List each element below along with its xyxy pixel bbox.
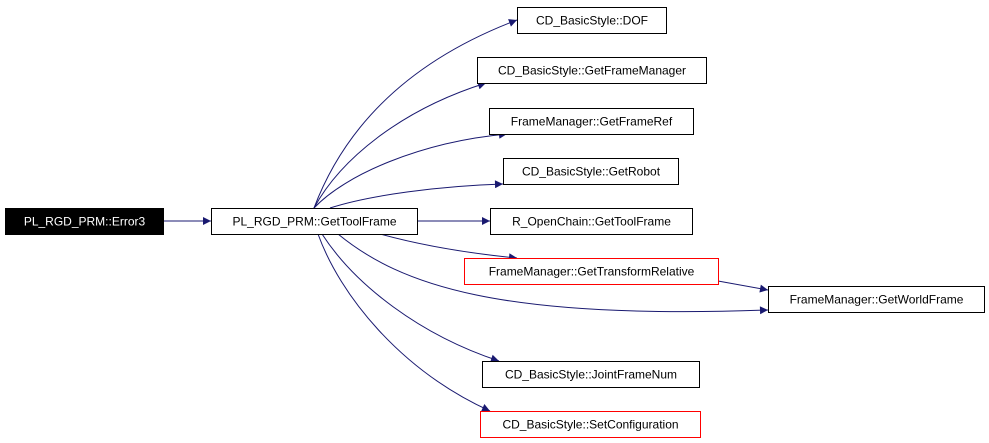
- edge-gettransformrelative-to-getworldframe: [717, 280, 769, 293]
- node-box-getframeref[interactable]: [489, 108, 694, 135]
- node-label-jointframenum: CD_BasicStyle::JointFrameNum: [505, 368, 677, 382]
- edge-gettoolframe-to-getframemanager: [313, 81, 487, 209]
- node-label-getrobot: CD_BasicStyle::GetRobot: [522, 165, 661, 179]
- node-box-setconfiguration[interactable]: [480, 411, 701, 438]
- node-error3[interactable]: PL_RGD_PRM::Error3: [5, 208, 164, 235]
- node-oc_gettoolframe[interactable]: R_OpenChain::GetToolFrame: [490, 208, 693, 235]
- node-jointframenum[interactable]: CD_BasicStyle::JointFrameNum: [482, 361, 700, 388]
- node-box-oc_gettoolframe[interactable]: [490, 208, 693, 235]
- edge-gettoolframe-to-setconfiguration: [317, 233, 491, 412]
- node-box-gettransformrelative[interactable]: [464, 258, 719, 285]
- nodes-layer: PL_RGD_PRM::Error3 PL_RGD_PRM::GetToolFra…: [5, 7, 985, 438]
- node-getframeref[interactable]: FrameManager::GetFrameRef: [489, 108, 694, 135]
- node-label-dof: CD_BasicStyle::DOF: [536, 14, 648, 28]
- node-label-gettoolframe: PL_RGD_PRM::GetToolFrame: [232, 215, 396, 229]
- node-setconfiguration[interactable]: CD_BasicStyle::SetConfiguration: [480, 411, 701, 438]
- edges-layer: [163, 19, 769, 412]
- node-getrobot[interactable]: CD_BasicStyle::GetRobot: [503, 158, 679, 185]
- edge-gettoolframe-to-jointframenum: [321, 233, 500, 363]
- node-box-getframemanager[interactable]: [477, 57, 707, 84]
- node-label-error3: PL_RGD_PRM::Error3: [24, 215, 146, 229]
- node-label-getframemanager: CD_BasicStyle::GetFrameManager: [498, 64, 686, 78]
- node-box-error3[interactable]: [5, 208, 164, 235]
- edge-gettoolframe-to-getrobot: [329, 180, 504, 209]
- edge-gettoolframe-to-gettransformrelative: [379, 233, 518, 262]
- node-dof[interactable]: CD_BasicStyle::DOF: [517, 7, 667, 34]
- node-getworldframe[interactable]: FrameManager::GetWorldFrame: [768, 286, 985, 313]
- node-box-getrobot[interactable]: [503, 158, 679, 185]
- node-box-dof[interactable]: [517, 7, 667, 34]
- node-label-gettransformrelative: FrameManager::GetTransformRelative: [489, 265, 695, 279]
- node-label-oc_gettoolframe: R_OpenChain::GetToolFrame: [512, 215, 671, 229]
- node-label-getworldframe: FrameManager::GetWorldFrame: [790, 293, 964, 307]
- node-box-gettoolframe[interactable]: [211, 208, 418, 235]
- edge-gettoolframe-to-getframeref: [313, 130, 508, 209]
- node-gettransformrelative[interactable]: FrameManager::GetTransformRelative: [464, 258, 719, 285]
- node-label-setconfiguration: CD_BasicStyle::SetConfiguration: [502, 418, 678, 432]
- edge-gettoolframe-to-dof: [313, 19, 518, 209]
- node-gettoolframe[interactable]: PL_RGD_PRM::GetToolFrame: [211, 208, 418, 235]
- edge-gettoolframe-to-getworldframe: [337, 233, 769, 315]
- node-box-jointframenum[interactable]: [482, 361, 700, 388]
- node-getframemanager[interactable]: CD_BasicStyle::GetFrameManager: [477, 57, 707, 84]
- node-box-getworldframe[interactable]: [768, 286, 985, 313]
- node-label-getframeref: FrameManager::GetFrameRef: [511, 115, 673, 129]
